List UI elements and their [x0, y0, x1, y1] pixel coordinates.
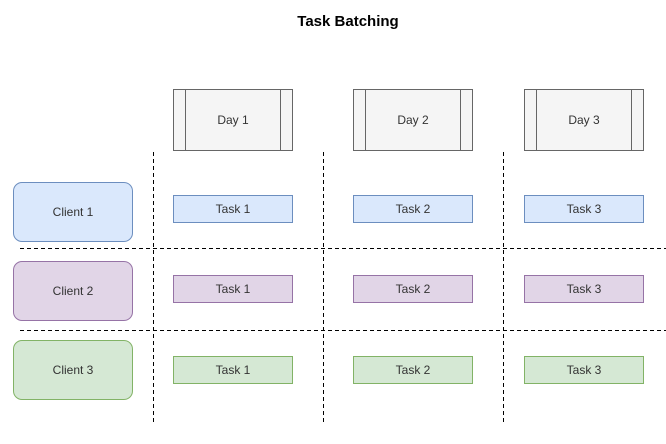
task-node-client2-day3: Task 3	[524, 275, 644, 303]
diagram-title: Task Batching	[297, 13, 399, 30]
row-divider-1	[20, 248, 666, 249]
task-label: Task 1	[215, 363, 251, 377]
day-header-3: Day 3	[524, 89, 644, 151]
process-bar-right	[460, 90, 461, 150]
task-node-client3-day2: Task 2	[353, 356, 473, 384]
process-bar-right	[631, 90, 632, 150]
client-node-1: Client 1	[13, 182, 133, 242]
column-divider-2	[323, 152, 324, 422]
task-node-client1-day2: Task 2	[353, 195, 473, 223]
task-label: Task 2	[395, 202, 431, 216]
process-bar-left	[536, 90, 537, 150]
process-bar-left	[185, 90, 186, 150]
task-label: Task 3	[566, 282, 602, 296]
process-bar-right	[280, 90, 281, 150]
day-label: Day 2	[397, 113, 429, 127]
client-label: Client 3	[52, 363, 94, 377]
client-node-2: Client 2	[13, 261, 133, 321]
task-label: Task 1	[215, 282, 251, 296]
task-node-client1-day1: Task 1	[173, 195, 293, 223]
task-label: Task 2	[395, 282, 431, 296]
task-node-client2-day2: Task 2	[353, 275, 473, 303]
day-header-2: Day 2	[353, 89, 473, 151]
task-label: Task 3	[566, 363, 602, 377]
client-label: Client 2	[52, 284, 94, 298]
day-header-1: Day 1	[173, 89, 293, 151]
task-label: Task 2	[395, 363, 431, 377]
task-label: Task 3	[566, 202, 602, 216]
column-divider-3	[503, 152, 504, 422]
task-node-client2-day1: Task 1	[173, 275, 293, 303]
task-label: Task 1	[215, 202, 251, 216]
client-node-3: Client 3	[13, 340, 133, 400]
row-divider-2	[20, 330, 666, 331]
task-node-client1-day3: Task 3	[524, 195, 644, 223]
task-node-client3-day1: Task 1	[173, 356, 293, 384]
day-label: Day 1	[217, 113, 249, 127]
day-label: Day 3	[568, 113, 600, 127]
task-node-client3-day3: Task 3	[524, 356, 644, 384]
process-bar-left	[365, 90, 366, 150]
column-divider-1	[153, 152, 154, 422]
client-label: Client 1	[52, 205, 94, 219]
